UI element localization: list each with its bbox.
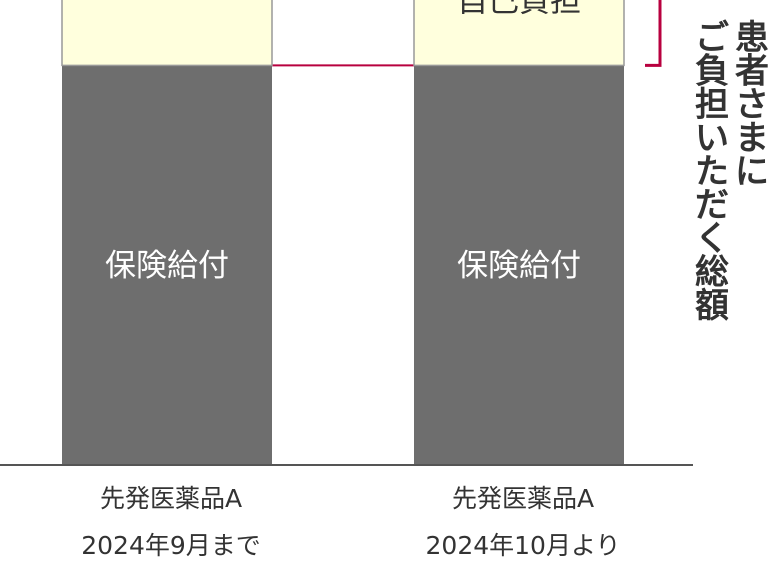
side-label-char-1-6: く — [695, 219, 729, 259]
side-label-char-1-8: 額 — [695, 286, 729, 326]
side-label-char-1-5: だ — [695, 186, 729, 226]
connector-lines — [272, 64, 414, 67]
bar-segment-0-0 — [62, 65, 272, 466]
side-label-char-1-7: 総 — [695, 253, 729, 293]
category-label-line1-1: 先発医薬品A — [452, 484, 594, 513]
side-label-char-1-1: 負 — [695, 52, 729, 92]
bar-segment-1-0 — [414, 65, 624, 466]
category-label-line2-0: 2024年9月まで — [81, 531, 261, 560]
bar-segment-0-1 — [61, 0, 273, 67]
side-label-char-1-0: ご — [695, 18, 729, 58]
side-label-char-1-2: 担 — [695, 85, 729, 125]
side-label-char-0-0: 患 — [735, 18, 769, 58]
side-label-char-1-3: い — [695, 119, 729, 159]
total-burden-bracket — [645, 0, 662, 67]
segment-label-1-0: 保険給付 — [457, 248, 581, 284]
side-label-char-0-1: 者 — [735, 52, 769, 92]
category-label-line1-0: 先発医薬品A — [100, 484, 242, 513]
bars-group: 保険給付自己負担保険給付自己負担特別の料金 — [61, 0, 625, 466]
category-label-line2-1: 2024年10月より — [426, 531, 621, 560]
segment-label-0-0: 保険給付 — [105, 248, 229, 284]
side-label-char-1-4: た — [695, 152, 729, 192]
side-label-char-0-2: さ — [735, 85, 769, 125]
side-label-char-0-4: に — [735, 152, 769, 192]
side-label-char-0-3: ま — [735, 119, 769, 159]
segment-label-1-1: 自己負担 — [457, 0, 581, 20]
bar-segment-1-1 — [413, 0, 625, 67]
